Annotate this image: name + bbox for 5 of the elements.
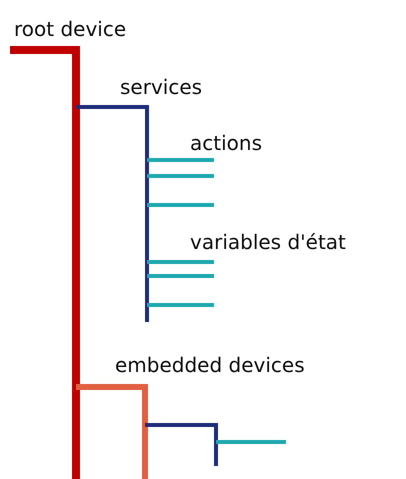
tree-label: embedded devices (115, 355, 305, 375)
tree-label: actions (190, 133, 262, 153)
tree-label: root device (14, 19, 126, 39)
tree-label: services (120, 77, 202, 97)
tree-label: variables d'état (190, 232, 346, 252)
